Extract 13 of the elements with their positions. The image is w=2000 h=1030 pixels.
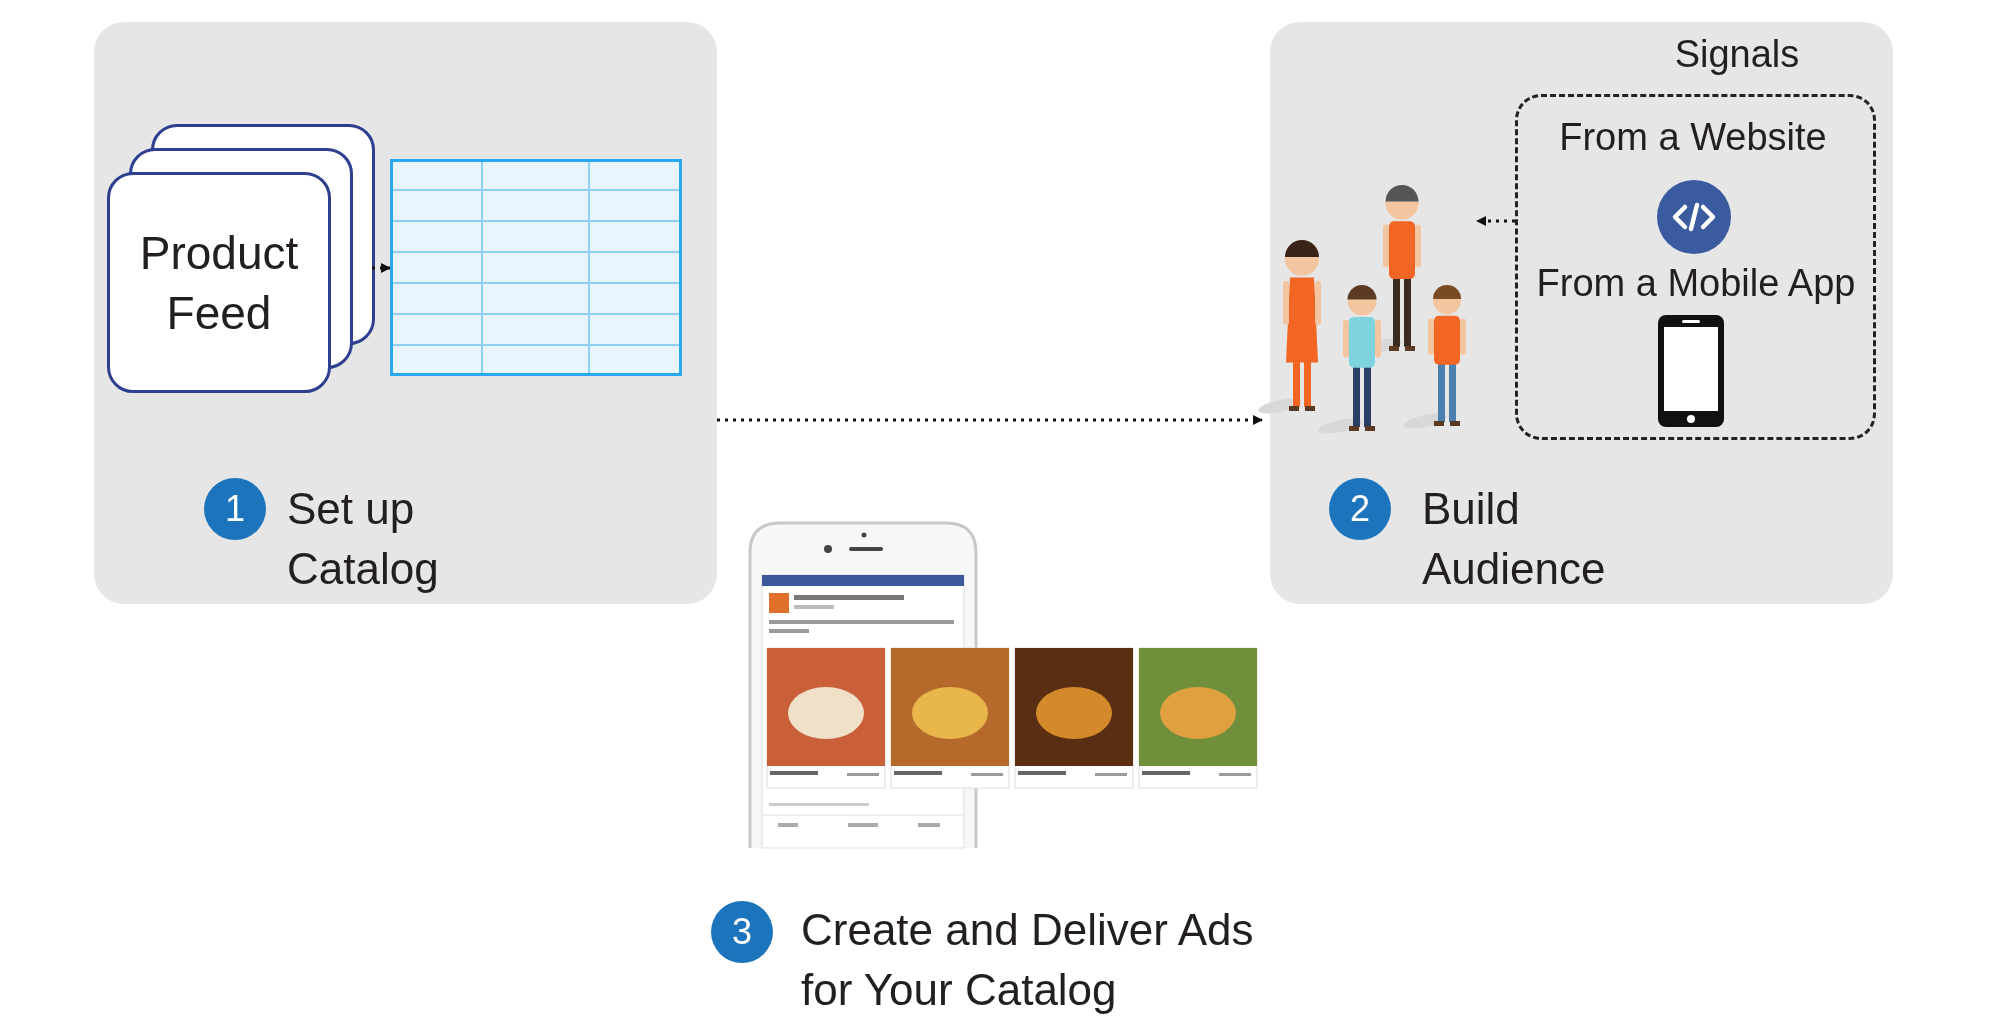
group-heading: Signals	[1673, 33, 1801, 76]
source-label: From a Mobile App	[1535, 262, 1857, 305]
panel-background	[94, 22, 717, 604]
phone-ad-carousel-drawing	[750, 523, 1258, 848]
step-label: Set up Catalog	[287, 483, 440, 595]
table-grid-drawing	[390, 159, 682, 376]
feed-card: Product Feed	[107, 172, 331, 393]
dotted-arrow	[1476, 216, 1515, 226]
step-label: Create and Deliver Ads for Your Catalog	[801, 904, 1255, 1016]
source-label: From a Website	[1558, 116, 1828, 159]
dotted-arrow	[717, 415, 1263, 425]
dotted-arrow	[372, 263, 391, 273]
step-label: Build Audience	[1422, 483, 1607, 595]
